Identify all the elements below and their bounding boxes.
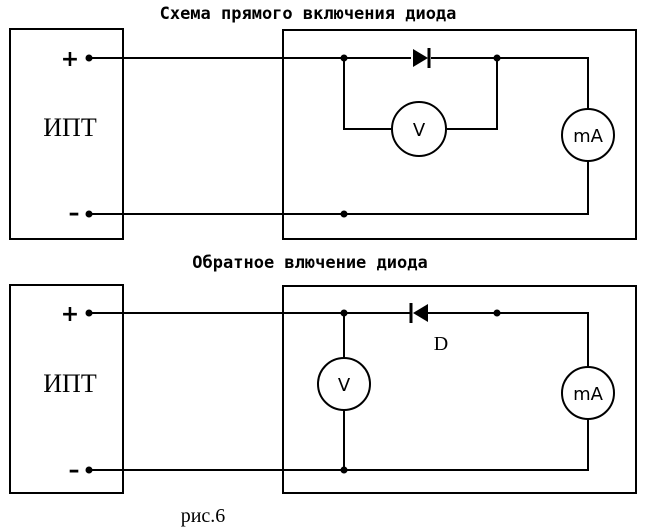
forward-board-box bbox=[282, 29, 637, 240]
forward-ammeter-label: mA bbox=[573, 126, 604, 147]
forward-node bbox=[493, 54, 501, 62]
forward-node bbox=[340, 54, 348, 62]
forward-source-box bbox=[9, 28, 124, 240]
reverse-source-box bbox=[9, 284, 124, 494]
forward-voltmeter-circle bbox=[391, 101, 447, 157]
forward-top-wire bbox=[89, 57, 589, 118]
reverse-source-label: ИПТ bbox=[43, 369, 97, 398]
reverse-diode-symbol bbox=[409, 303, 428, 323]
forward-plus-terminal: + bbox=[61, 47, 79, 72]
forward-diode-symbol bbox=[413, 48, 431, 68]
forward-minus-terminal: – bbox=[69, 201, 80, 226]
forward-scheme: Схема прямого включения диода ИПТ + – V … bbox=[9, 4, 637, 240]
reverse-ammeter-circle bbox=[561, 366, 615, 420]
forward-title: Схема прямого включения диода bbox=[160, 4, 457, 24]
reverse-ammeter-label: mA bbox=[573, 384, 604, 405]
forward-node bbox=[340, 210, 348, 218]
reverse-title: Обратное влючение диода bbox=[192, 253, 427, 273]
reverse-node bbox=[340, 309, 348, 317]
reverse-minus-terminal: – bbox=[69, 458, 80, 483]
reverse-plus-terminal: + bbox=[61, 302, 79, 327]
reverse-node bbox=[493, 309, 501, 317]
reverse-scheme: Обратное влючение диода ИПТ + – D V mA bbox=[9, 253, 637, 494]
reverse-bottom-wire bbox=[89, 418, 589, 471]
forward-voltmeter-left-wire bbox=[343, 58, 391, 130]
reverse-diode-label: D bbox=[434, 333, 448, 355]
reverse-voltmeter-circle bbox=[317, 357, 371, 411]
forward-voltmeter-right-wire bbox=[447, 58, 498, 130]
reverse-board-box bbox=[282, 285, 637, 494]
forward-source-label: ИПТ bbox=[43, 113, 97, 142]
forward-ammeter-circle bbox=[561, 108, 615, 162]
reverse-top-wire bbox=[89, 312, 589, 368]
forward-bottom-wire bbox=[89, 152, 589, 215]
reverse-voltmeter-label: V bbox=[338, 375, 351, 396]
figure-caption: рис.6 bbox=[181, 505, 226, 527]
forward-voltmeter-label: V bbox=[413, 120, 426, 141]
reverse-node bbox=[340, 466, 348, 474]
